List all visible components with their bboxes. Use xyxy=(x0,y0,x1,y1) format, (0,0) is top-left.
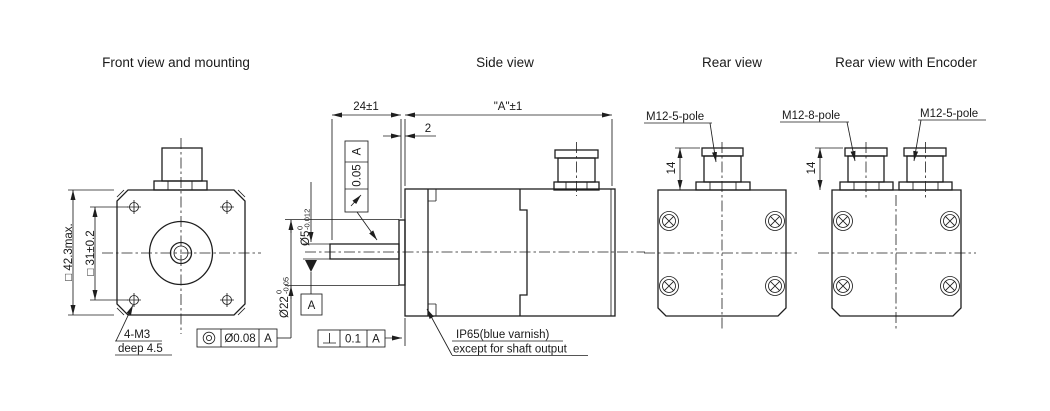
rear-encoder-screws xyxy=(833,211,960,296)
fcf-runout: A 0.05 xyxy=(344,140,378,241)
title-front-view: Front view and mounting xyxy=(102,55,250,70)
dim-shaft-length: 24±1 xyxy=(353,101,379,113)
ip65-note-line2: except for shaft output xyxy=(453,344,568,356)
dim-connector-height: 14 xyxy=(666,161,678,174)
svg-text:0: 0 xyxy=(275,290,284,294)
motor-body-side-outline xyxy=(404,188,616,317)
fcf-perpendicularity-tolerance: 0.1 xyxy=(345,334,361,346)
connector-rear xyxy=(695,147,751,191)
rear-screws xyxy=(659,211,785,296)
svg-text:-0.05: -0.05 xyxy=(282,277,291,294)
fcf-perpendicularity-datum: A xyxy=(372,334,380,346)
svg-text:0: 0 xyxy=(296,226,305,230)
front-view: □ 42.3max. □ 31±0.2 4-M3 deep 4.5 Ø0.08 … xyxy=(63,138,291,356)
rear-view-encoder: 14 M12-8-pole M12-5-pole xyxy=(780,108,986,330)
fcf-runout-tolerance: 0.05 xyxy=(352,164,364,186)
dim-hole-spacing: □ 31±0.2 xyxy=(85,230,97,275)
title-rear-view-encoder: Rear view with Encoder xyxy=(835,55,977,70)
ip65-note: IP65(blue varnish) except for shaft outp… xyxy=(426,308,588,356)
motor-body-rear-encoder-outline xyxy=(831,189,962,317)
connector-encoder-left xyxy=(839,142,894,200)
motor-body-rear-outline xyxy=(657,189,787,317)
dim-shaft-diameter: Ø5 0 -0.012 xyxy=(296,209,313,246)
title-side-view: Side view xyxy=(476,55,534,70)
circular-runout-icon xyxy=(350,194,362,207)
fcf-concentricity: Ø0.08 A xyxy=(196,328,291,348)
dim-body-length: "A"±1 xyxy=(494,101,523,113)
concentricity-icon xyxy=(202,331,216,345)
fcf-concentricity-tolerance: Ø0.08 xyxy=(224,333,255,345)
shaft-circle-outer xyxy=(169,241,193,265)
datum-label: A xyxy=(308,300,316,312)
dim-connector-height-encoder: 14 xyxy=(806,161,818,174)
svg-text:Ø22: Ø22 xyxy=(279,296,291,318)
dim-pilot-depth: 2 xyxy=(425,123,431,135)
connector-side xyxy=(553,142,600,196)
fcf-concentricity-datum: A xyxy=(264,333,272,345)
encoder-connector-label-right: M12-5-pole xyxy=(920,108,978,120)
connector-encoder-right xyxy=(898,142,953,200)
title-rear-view: Rear view xyxy=(702,55,762,70)
thread-note-line2: deep 4.5 xyxy=(118,343,163,355)
shaft-circle-inner xyxy=(173,245,189,261)
perpendicularity-icon xyxy=(323,333,336,344)
encoder-connector-label-left: M12-8-pole xyxy=(782,110,840,122)
dim-pilot-diameter: Ø22 0 -0.05 xyxy=(275,277,292,318)
mounting-holes xyxy=(127,200,234,307)
rear-connector-label: M12-5-pole xyxy=(646,111,704,123)
pilot-boss xyxy=(398,219,406,286)
connector-front xyxy=(153,147,208,191)
shaft xyxy=(329,243,400,260)
datum-triangle-icon xyxy=(305,260,317,272)
motor-body-front-outline xyxy=(116,189,246,316)
pilot-circle xyxy=(148,220,214,286)
rear-view: 14 M12-5-pole xyxy=(644,111,800,330)
side-view: 24±1 "A"±1 2 A 0.05 Ø5 0 -0.012 xyxy=(275,101,645,356)
ip65-note-line1: IP65(blue varnish) xyxy=(456,329,549,341)
datum-a: A xyxy=(300,260,323,316)
dim-outer-square: □ 42.3max. xyxy=(63,223,75,280)
fcf-perpendicularity: 0.1 A xyxy=(317,318,406,348)
fcf-runout-datum: A xyxy=(352,147,364,155)
thread-note-line1: 4-M3 xyxy=(124,329,150,341)
